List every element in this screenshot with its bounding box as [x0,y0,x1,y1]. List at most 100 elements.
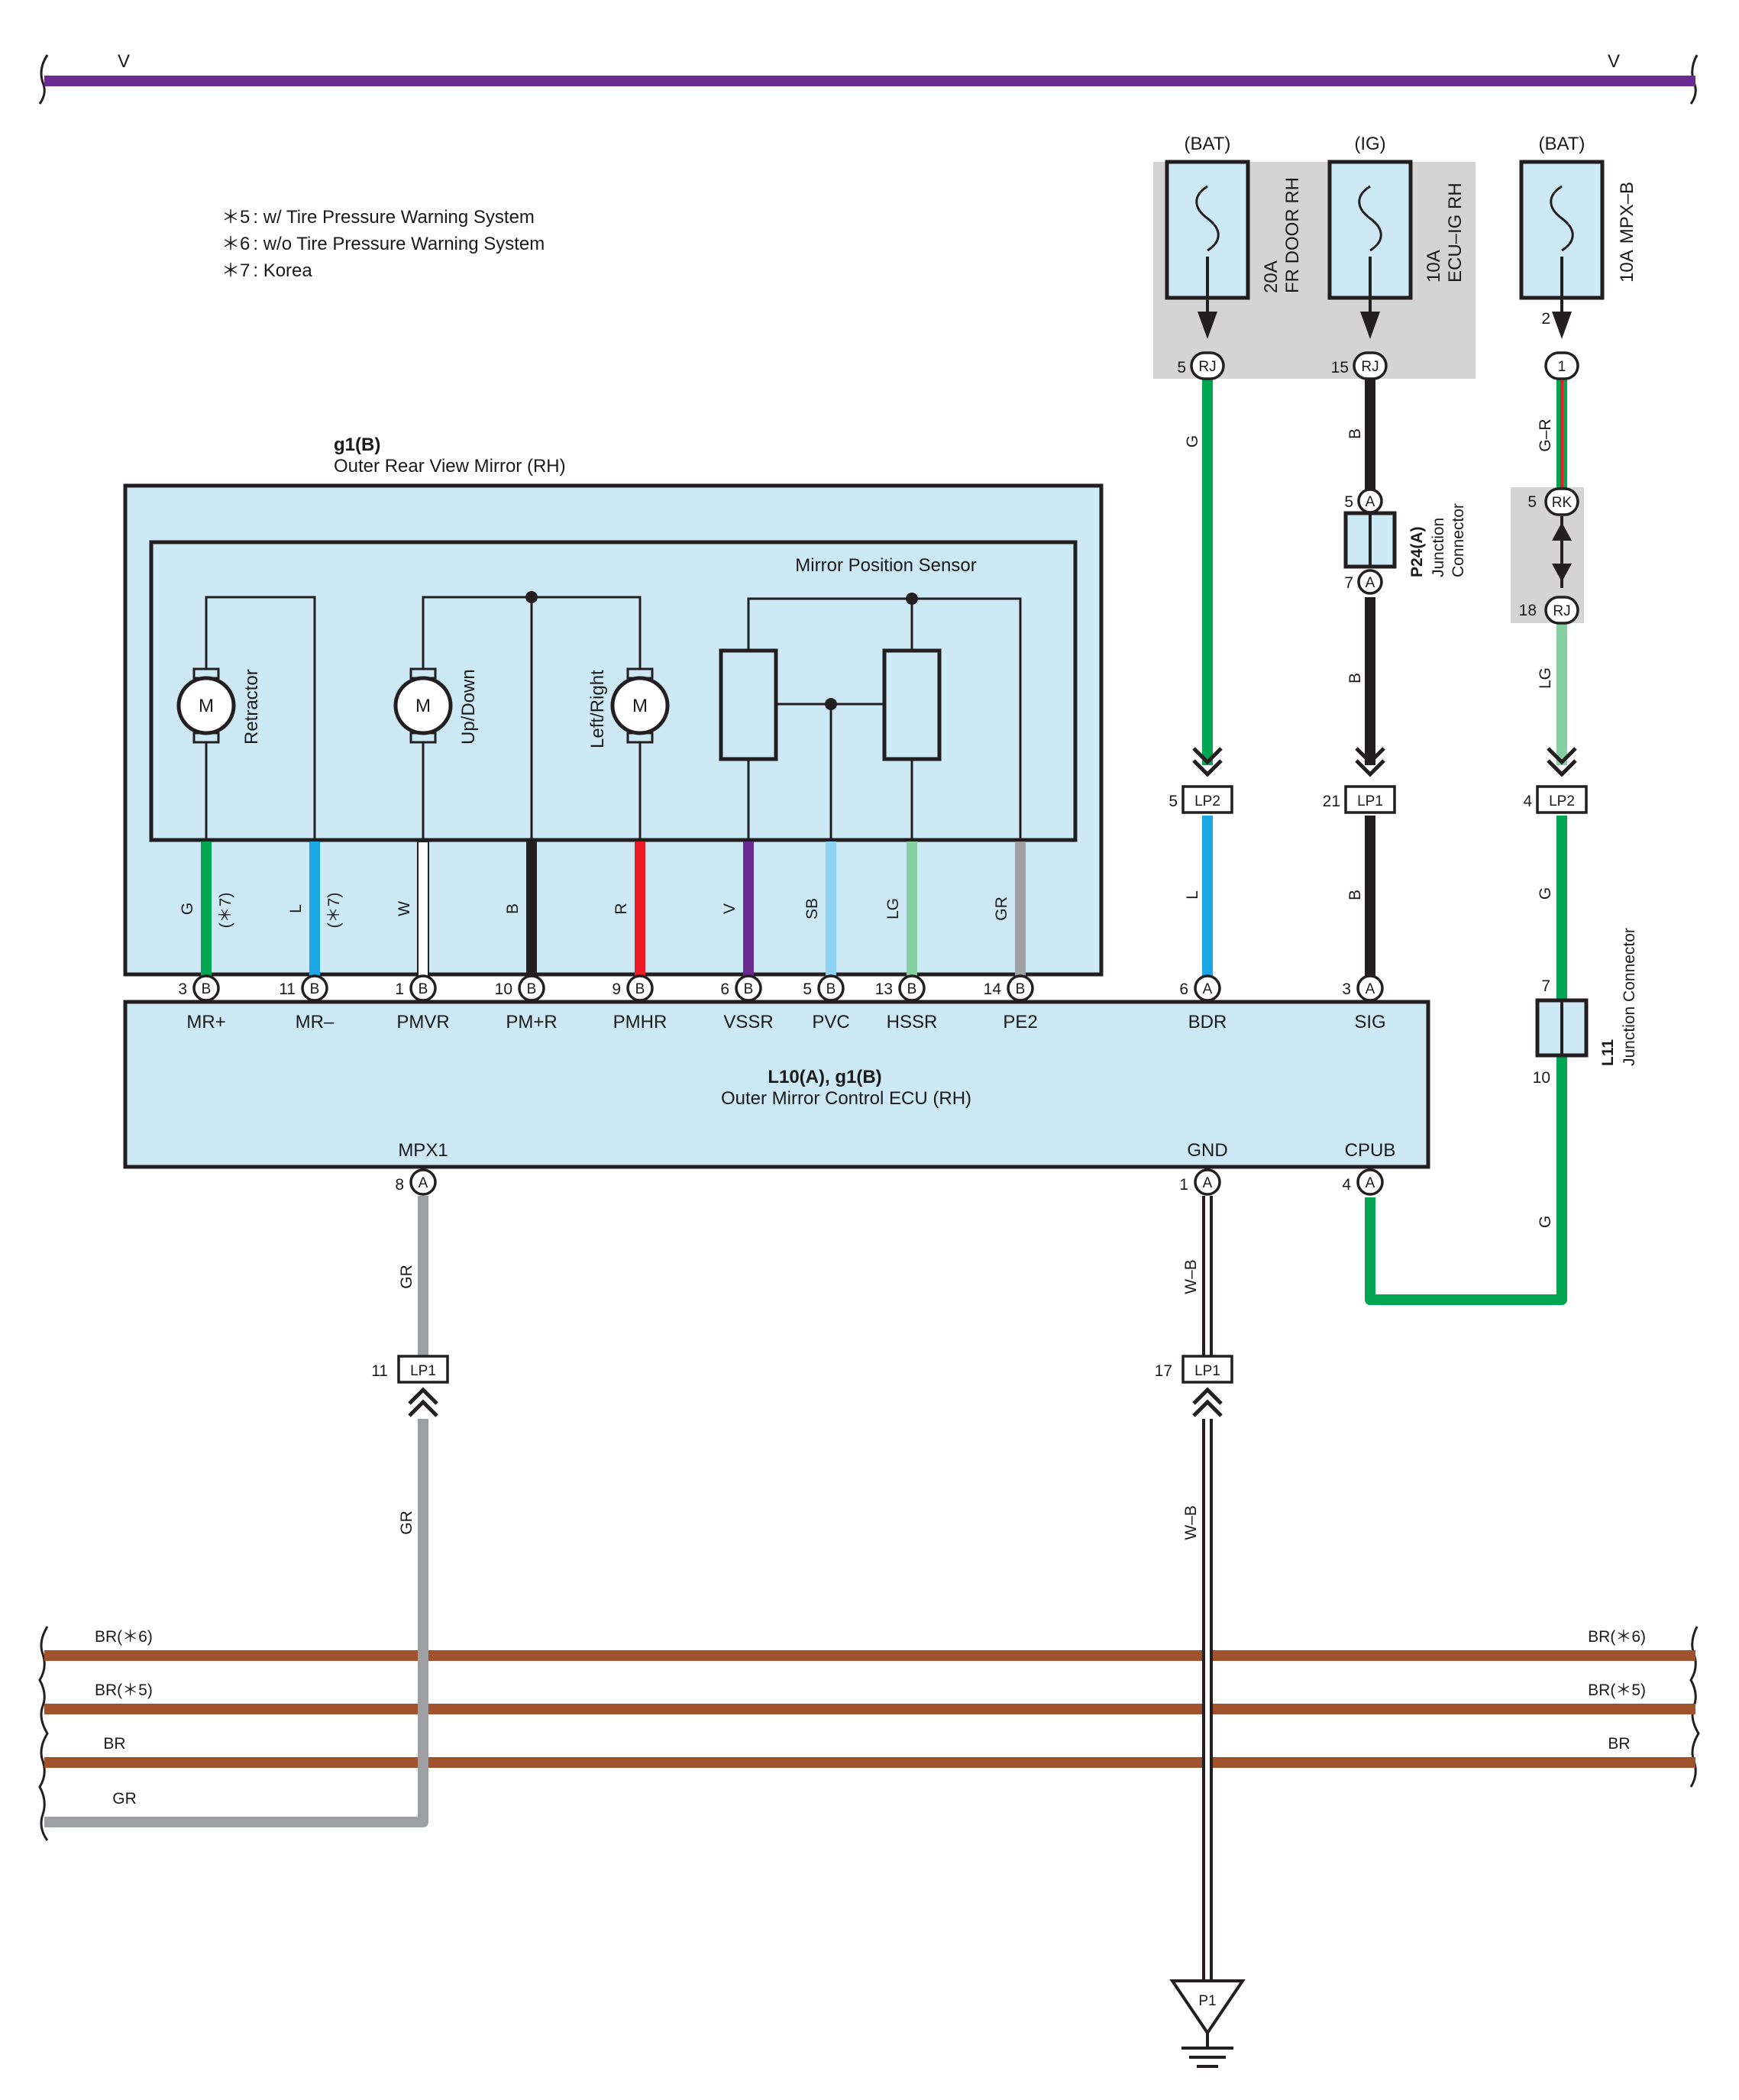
pin-mpx1-name: MPX1 [398,1140,448,1161]
pin-pe2-circle [1007,974,1034,1002]
updown-motor-symbol: M [415,696,431,716]
wire-pvc-code: SB [803,898,821,919]
pin-mr-minus-conn: B [310,981,320,997]
pin-gnd-name: GND [1187,1140,1227,1161]
fuse-3-label: 10AMPX–B [1617,182,1637,283]
pin-mpx1-conn: A [419,1175,428,1191]
pin-vssr-conn: B [744,981,754,997]
lp1-gnd-chevron [1192,1387,1223,1417]
updown-label: Up/Down [458,669,479,745]
leftright-motor-symbol: M [632,696,648,716]
pin-mr-plus-name: MR+ [186,1012,225,1032]
pin-mpx1: MPX1 8 A [395,1140,448,1196]
rj-18-oval [1544,596,1579,625]
pin-pmhr-name: PMHR [613,1012,667,1032]
bus-br-left: BR [103,1735,125,1753]
fuse-mpx-b: (BAT) 10AMPX–B [1519,134,1637,300]
bus-br-5-left: BR(＊5) [95,1682,153,1699]
lp2-bdr: 5 LP2 [1168,747,1233,814]
rk-oval [1544,487,1579,516]
lp1-gnd-box [1181,1355,1233,1384]
lp1-mpx: 11 LP1 [371,1355,449,1417]
fuse-2-element [1358,185,1382,252]
wire-g-cpub [1365,1055,1567,1305]
wire-pe2-code: GR [993,897,1010,921]
lp1-sig-chevron [1355,747,1385,777]
legend-notes: ＊5: w/ Tire Pressure Warning System ＊6: … [221,207,545,281]
pin-hssr-conn: B [907,981,917,997]
lp1-sig-pin: 21 [1323,793,1340,810]
pin-pe2-name: PE2 [1003,1012,1037,1032]
fuse-3-pin: 2 [1541,310,1550,328]
p24-name-1: Junction [1430,518,1447,577]
ground-triangle [1169,1979,1246,2036]
l11-pin-out: 10 [1533,1069,1550,1087]
pin-sig-conn: A [1366,981,1375,997]
pin-mr-minus-num: 11 [279,981,296,998]
bus-gr-left: GR [112,1790,137,1808]
junction-l11: 7 10 L11 Junction Connector [1533,928,1638,1087]
note-6: ＊6: w/o Tire Pressure Warning System [221,234,545,254]
pin-bdr-conn: A [1203,981,1213,997]
rj-5-id: RJ [1198,359,1216,375]
lp2-mpx-id: LP2 [1549,793,1575,809]
pin-mr-plus-circle [192,974,220,1002]
pin-mpx1-num: 8 [395,1176,404,1194]
rj-18-id: RJ [1553,603,1570,619]
wire-g-cpub-label: G [1537,1216,1554,1228]
wire-mr-plus-note: (＊7) [217,893,234,929]
pin-mpx1-circle [409,1168,437,1196]
pin-sig-num: 3 [1342,981,1351,998]
pin-mr-plus: 3 B MR+ [178,974,226,1032]
note-5: ＊5: w/ Tire Pressure Warning System [221,207,535,228]
wire-pmvr [417,841,429,989]
pin-pvc-num: 5 [803,981,812,998]
rk-pin: 5 [1527,493,1537,511]
pin-cpub-circle [1356,1168,1384,1196]
bus-br-6-right: BR(＊6) [1588,1628,1646,1646]
mirror-inner-box [149,540,1078,842]
pin-hssr-name: HSSR [887,1012,938,1032]
rj-15-id: RJ [1361,359,1379,375]
wire-mpx1-upper-label: GR [398,1265,415,1289]
lp2-mpx-pin: 4 [1523,793,1532,810]
fuse-1-arrow [1198,312,1217,339]
ecu-box [123,1000,1430,1169]
fuse-1-supply: (BAT) [1185,134,1231,154]
pin-hssr: 13 B HSSR [875,974,938,1032]
pin-pmvr-name: PMVR [396,1012,449,1032]
lp2-bdr-chevron [1192,747,1223,777]
wire-vssr-code: V [721,903,739,914]
lp1-mpx-id: LP1 [410,1363,436,1379]
relay-arrow-up [1552,522,1572,541]
pin-cpub-name: CPUB [1345,1140,1396,1161]
connector-1-id: 1 [1558,359,1566,375]
relay-rk-rj: 5 RK 18 RJ [1519,487,1579,625]
pin-pmvr-conn: B [419,981,428,997]
rj-5-pin: 5 [1177,359,1186,376]
pin-bdr-num: 6 [1179,981,1188,998]
wire-lg-label: LG [1537,667,1554,689]
retractor-label: Retractor [241,669,262,745]
wire-b-sig-label: B [1346,890,1364,900]
lp1-sig-box [1344,785,1396,814]
wire-g-r-mpx-label: G–R [1537,418,1554,451]
rj-15-oval [1353,351,1388,380]
leftright-motor-icon [610,676,670,735]
pin-bdr-circle [1194,974,1221,1002]
top-bus: V V [38,51,1699,105]
lp1-sig: 21 LP1 [1323,747,1396,814]
lp1-sig-id: LP1 [1357,793,1383,809]
fuse-1-rating: 20A [1261,260,1282,293]
connector-rj-5: 5 RJ [1177,351,1225,380]
lp2-bdr-box [1181,785,1233,814]
left-right-motor: M Left/Right [587,667,670,748]
pin-vssr-num: 6 [720,981,729,998]
pin-pe2: 14 B PE2 [984,974,1038,1032]
pin-pvc-name: PVC [812,1012,849,1032]
vertical-sensor-resistor [719,648,778,761]
fuse-2-arrow [1360,312,1380,339]
leftright-label: Left/Right [587,670,608,748]
pin-gnd-num: 1 [1179,1176,1188,1194]
